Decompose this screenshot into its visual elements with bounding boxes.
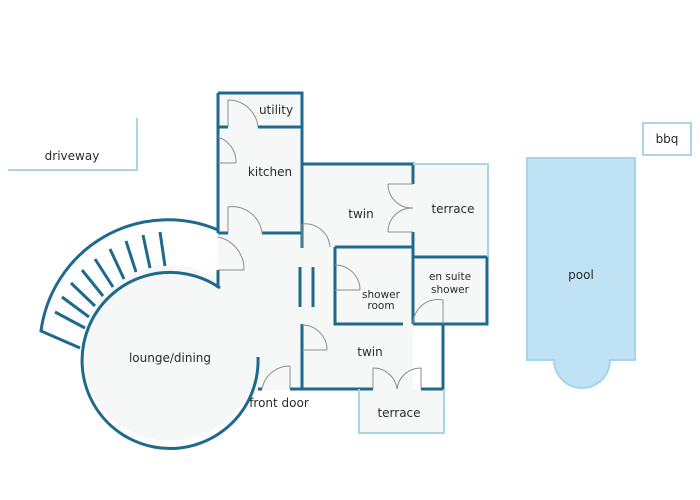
interior-walls bbox=[216, 91, 489, 391]
front-door-label: front door bbox=[249, 396, 309, 410]
stair-tread bbox=[54, 310, 86, 330]
door-swing bbox=[387, 207, 414, 233]
corridor-partition bbox=[298, 267, 315, 307]
pool-label: pool bbox=[568, 268, 594, 282]
bedroom-wing-floor bbox=[302, 164, 413, 389]
stair-tread bbox=[158, 231, 167, 267]
shower-room-label: shower bbox=[362, 289, 401, 301]
stair-tread bbox=[69, 281, 97, 308]
terrace-upper-floor bbox=[413, 164, 488, 257]
door-swing bbox=[372, 367, 398, 390]
door-swing bbox=[217, 136, 237, 164]
utility-label: utility bbox=[259, 103, 293, 117]
door-swing bbox=[227, 99, 259, 128]
kitchen-utility-floor bbox=[218, 95, 302, 235]
stair-outer-wall bbox=[39, 218, 219, 350]
shower-room-label-line2: room bbox=[367, 300, 394, 312]
door-swing bbox=[396, 367, 422, 390]
en-suite-east-wall bbox=[443, 257, 489, 326]
door-swing bbox=[227, 206, 263, 234]
driveway-edge bbox=[8, 118, 138, 171]
en-suite-label: en suite bbox=[429, 271, 471, 283]
stair-tread bbox=[80, 269, 105, 297]
door-swing bbox=[217, 236, 245, 271]
door-swing bbox=[412, 299, 444, 325]
terrace-lower-floor bbox=[359, 389, 444, 433]
twin-upper-label: twin bbox=[348, 207, 373, 221]
doors bbox=[217, 99, 444, 390]
terrace-lower-edge bbox=[358, 389, 445, 434]
door-swing bbox=[334, 264, 361, 291]
door-swing bbox=[301, 223, 331, 248]
bbq-label: bbq bbox=[656, 132, 679, 146]
door-swing bbox=[301, 324, 328, 351]
driveway-label: driveway bbox=[45, 149, 100, 163]
lounge-dining-label: lounge/dining bbox=[129, 351, 211, 365]
room-fills bbox=[82, 95, 488, 441]
kitchen-label: kitchen bbox=[248, 165, 292, 179]
bbq-outline bbox=[642, 122, 692, 156]
driveway-area bbox=[8, 118, 138, 171]
spiral-stair bbox=[39, 218, 219, 350]
terrace-lower-label: terrace bbox=[377, 406, 420, 420]
outdoor-walls bbox=[358, 122, 692, 434]
twin-lower-label: twin bbox=[357, 345, 382, 359]
room-labels: driveway utility kitchen twin terrace en… bbox=[45, 103, 679, 420]
stair-tread bbox=[141, 234, 152, 269]
en-suite-floor bbox=[413, 257, 487, 324]
en-suite-label-line2: shower bbox=[431, 284, 470, 296]
utility-wall bbox=[218, 91, 304, 127]
terrace-upper-edge bbox=[413, 163, 489, 257]
terrace-upper-label: terrace bbox=[431, 202, 474, 216]
twin-lower-east-wall bbox=[413, 322, 445, 391]
lounge-wall bbox=[80, 270, 260, 450]
pool-area bbox=[526, 157, 636, 389]
stair-tread bbox=[93, 258, 115, 288]
shower-room-wall bbox=[333, 247, 403, 326]
kitchen-east-wall bbox=[258, 125, 304, 233]
stair-tread bbox=[108, 248, 126, 280]
stair-tread bbox=[61, 295, 90, 319]
door-swing bbox=[261, 365, 291, 390]
pool-shape bbox=[526, 157, 636, 389]
stair-tread bbox=[124, 240, 138, 273]
lounge-floor bbox=[82, 265, 258, 441]
